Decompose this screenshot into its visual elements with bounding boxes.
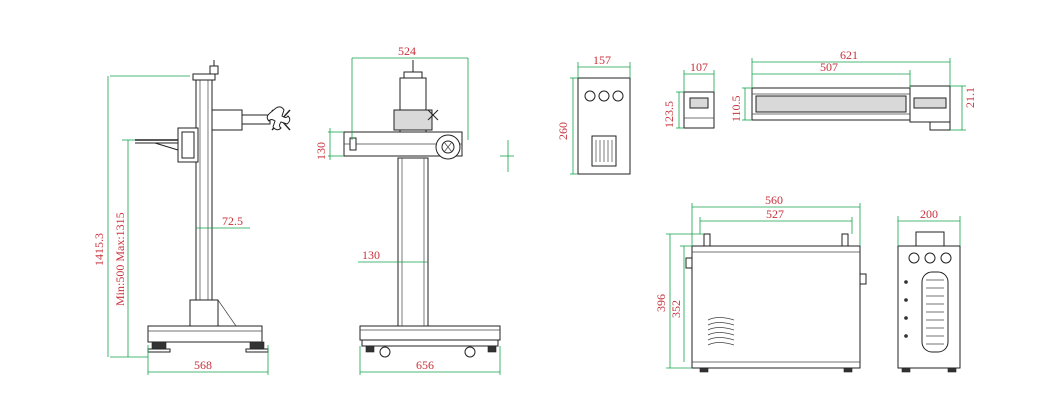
side-total-height-label: 1415.3: [92, 233, 106, 266]
laser-head-height-label: 123.5: [662, 101, 676, 128]
front-arm-height-label: 130: [314, 142, 328, 160]
laser-tube-length-label: 507: [820, 60, 838, 74]
controller-front-dimensions: 560 527 396 352: [654, 193, 861, 369]
laser-head-drawing: [683, 85, 951, 131]
laser-head-dimensions: 107 123.5 621 507 110.5 21.1: [662, 48, 977, 131]
front-top-width-label: 524: [398, 44, 416, 58]
controller-outer-width-label: 560: [765, 193, 783, 207]
controller-inner-height-label: 352: [669, 300, 683, 318]
scan-head-dimensions: 157 260: [556, 53, 631, 175]
laser-tube-height-label: 110.5: [729, 95, 743, 122]
controller-front-drawing: [685, 233, 867, 373]
side-view-dimensions: 1415.3 Min:500 Max:1315 72.5 568: [92, 75, 269, 375]
scan-head-height-label: 260: [556, 122, 570, 140]
front-view-dimensions: 524 130 130 656: [314, 44, 514, 375]
side-range-label: Min:500 Max:1315: [113, 212, 127, 306]
laser-total-length-label: 621: [840, 48, 858, 62]
controller-side-dimensions: 200: [897, 207, 961, 246]
controller-side-width-label: 200: [920, 207, 938, 221]
front-column-width-label: 130: [362, 248, 380, 262]
scan-head-drawing: [577, 77, 631, 175]
side-view-stand: [135, 60, 291, 353]
laser-head-width-label: 107: [690, 60, 708, 74]
scan-head-width-label: 157: [593, 53, 611, 67]
side-column-width-label: 72.5: [222, 214, 243, 228]
front-base-width-label: 656: [416, 358, 434, 372]
controller-side-drawing: [897, 231, 961, 373]
side-base-width-label: 568: [194, 358, 212, 372]
controller-outer-height-label: 396: [654, 294, 668, 312]
laser-lens-height-label: 21.1: [963, 87, 977, 108]
controller-inner-width-label: 527: [766, 207, 784, 221]
front-view-stand: [343, 60, 501, 358]
